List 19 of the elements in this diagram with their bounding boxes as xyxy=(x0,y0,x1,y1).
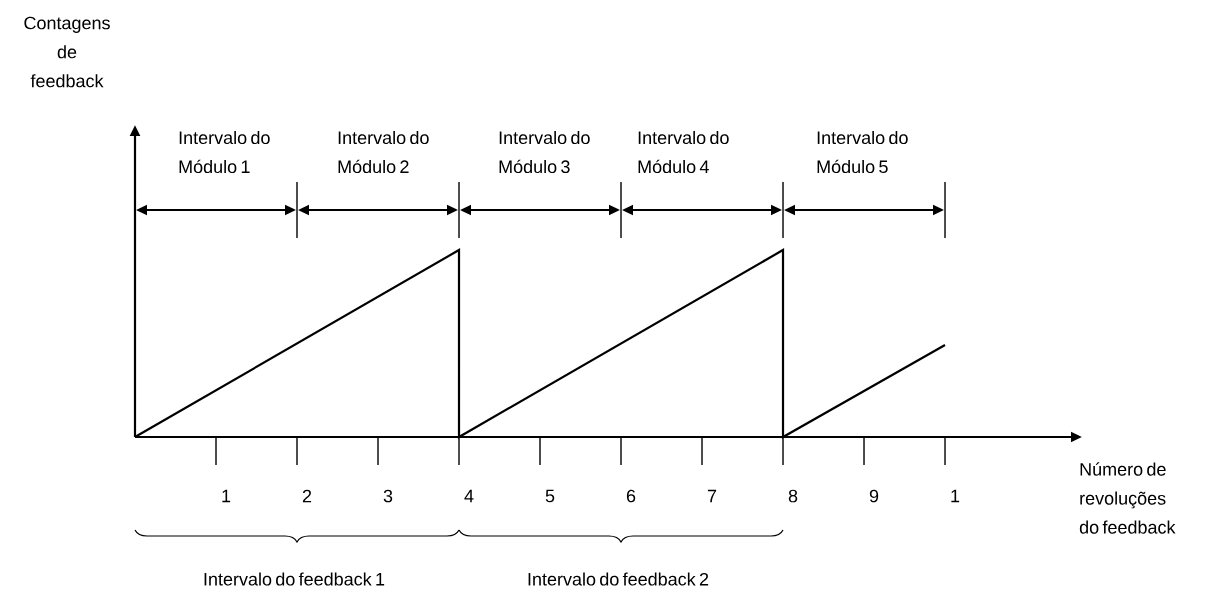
tick-label: 8 xyxy=(788,489,798,503)
tick-label: 7 xyxy=(707,489,717,503)
interval-label: Intervalo do Módulo 1 xyxy=(179,130,270,174)
axis-label: Número de revoluções do feedback xyxy=(1079,462,1176,534)
axis-label: Contagens de feedback xyxy=(24,16,110,88)
interval-label: Intervalo do Módulo 3 xyxy=(499,130,590,174)
tick-label: 3 xyxy=(383,489,393,503)
tick-label: 6 xyxy=(626,489,636,503)
tick-label: 5 xyxy=(545,489,555,503)
interval-label: Intervalo do Módulo 4 xyxy=(638,130,729,174)
brace-label: Intervalo do feedback 1 xyxy=(204,572,385,586)
tick-label: 2 xyxy=(302,489,312,503)
interval-label: Intervalo do Módulo 2 xyxy=(338,130,429,174)
tick-label: 4 xyxy=(464,489,474,503)
tick-label: 1 xyxy=(951,489,960,503)
tick-label: 1 xyxy=(222,489,231,503)
brace-label: Intervalo do feedback 2 xyxy=(528,572,709,586)
tick-label: 9 xyxy=(869,489,879,503)
interval-label: Intervalo do Módulo 5 xyxy=(817,130,908,174)
